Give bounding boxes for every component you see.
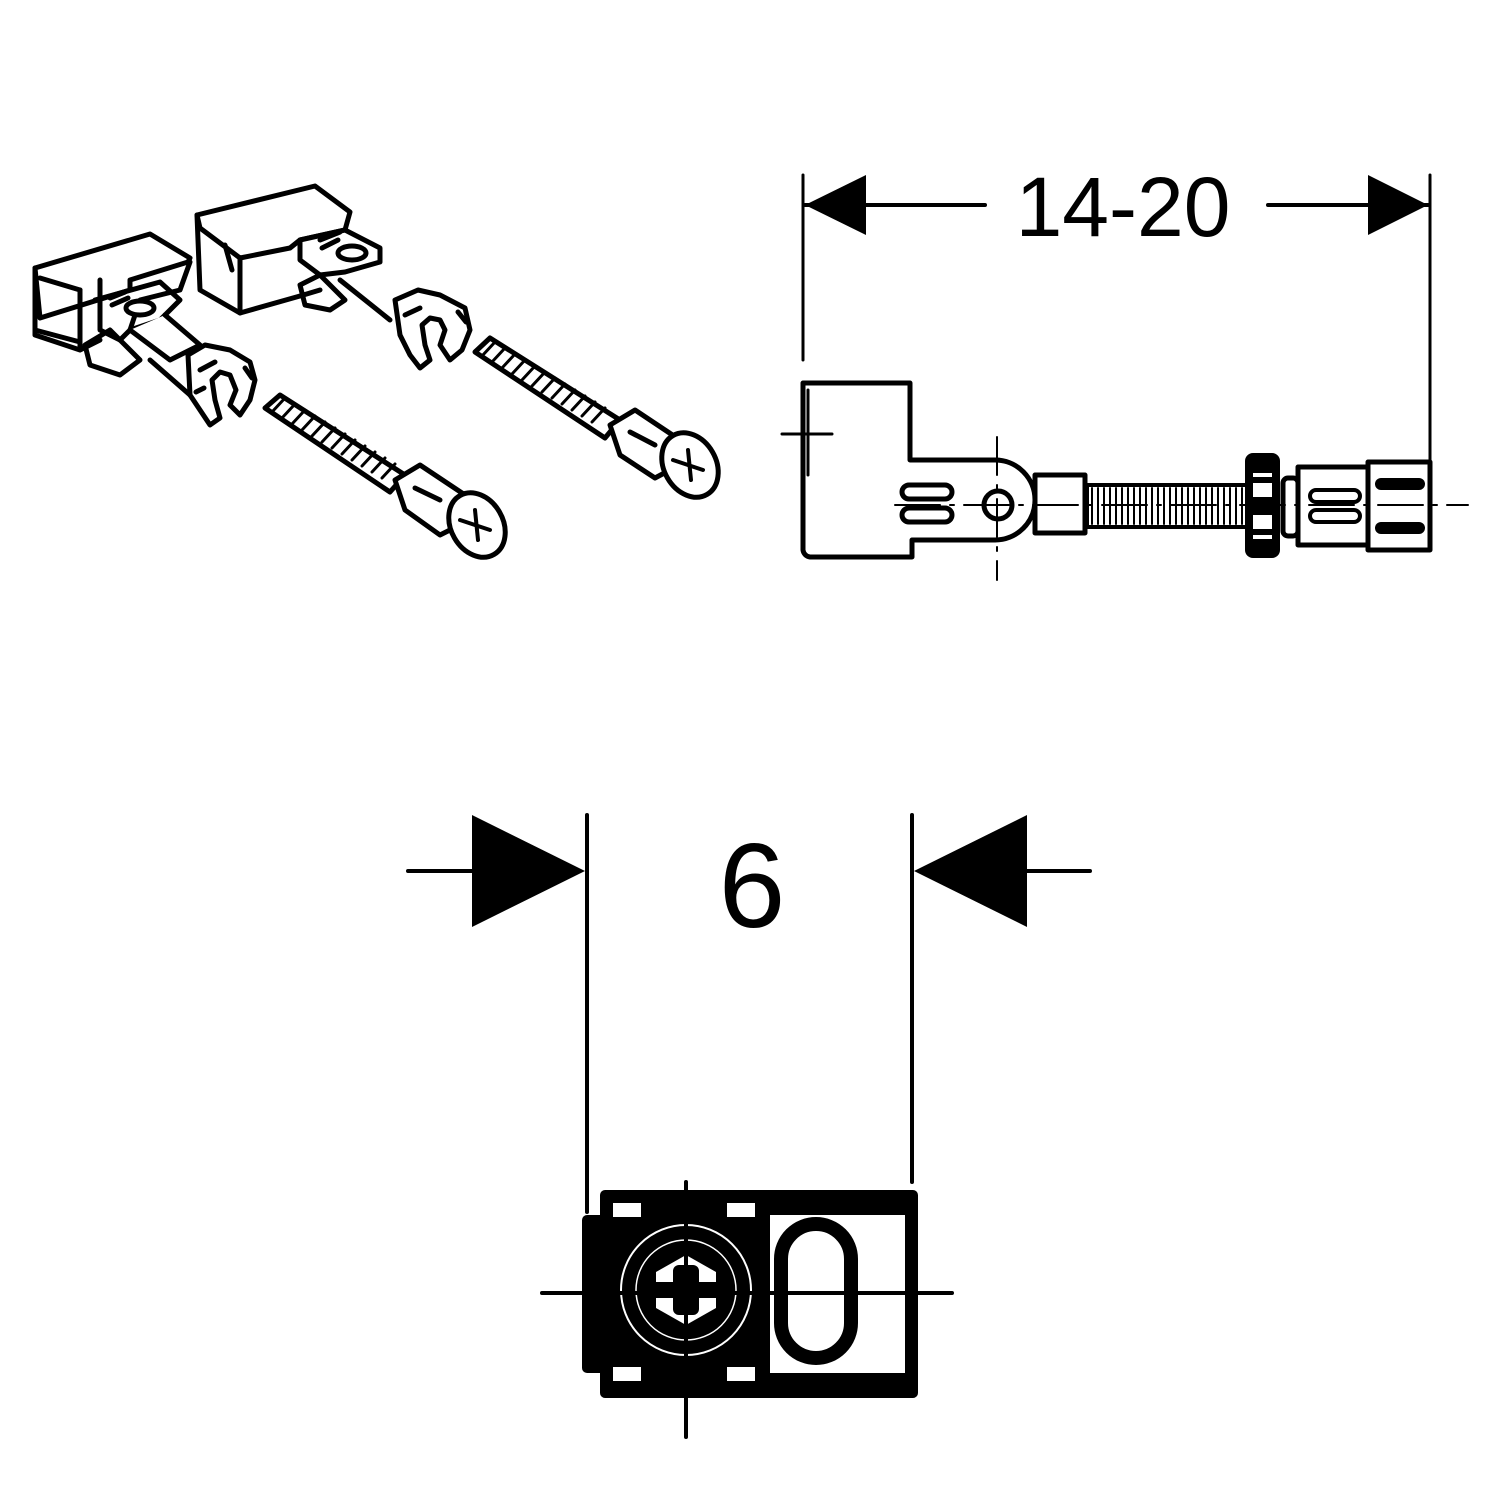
dimension-label-length: 14-20 xyxy=(1016,160,1231,254)
bracket-a xyxy=(32,231,203,398)
bracket-b xyxy=(194,183,393,323)
side-view: 14-20 xyxy=(780,160,1469,581)
clip-nut-a xyxy=(185,342,258,428)
threaded-rod-a xyxy=(262,392,408,495)
arrow-left-icon xyxy=(805,175,866,235)
clip-nut-b xyxy=(392,287,473,371)
end-view: 6 xyxy=(406,813,1092,1439)
arrow-right-icon xyxy=(472,815,585,927)
end-cap-a xyxy=(392,462,508,560)
end-cap-b xyxy=(607,407,721,500)
dimension-label-width: 6 xyxy=(719,819,786,953)
side-bracket xyxy=(780,380,1088,581)
arrow-right-icon xyxy=(1368,175,1428,235)
dimension-6: 6 xyxy=(406,815,1092,953)
threaded-rod-b xyxy=(472,335,623,441)
arrow-left-icon xyxy=(914,815,1027,927)
isometric-view xyxy=(32,183,721,560)
dimension-14-20: 14-20 xyxy=(803,160,1430,254)
